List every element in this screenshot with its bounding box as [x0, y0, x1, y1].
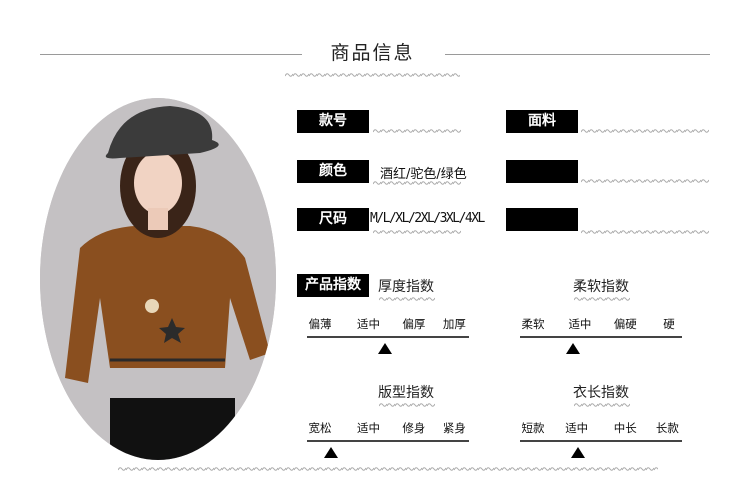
spec-wave — [373, 229, 461, 235]
title-rule-left — [40, 54, 302, 55]
index-scale-bar — [307, 440, 469, 442]
spec-label-redacted — [506, 208, 578, 231]
index-option: 柔软 — [521, 317, 545, 331]
index-option: 适中 — [357, 421, 381, 435]
index-option: 长款 — [655, 421, 679, 435]
title-rule-right — [445, 54, 710, 55]
index-option: 中长 — [613, 421, 637, 435]
title-wave — [285, 72, 460, 78]
index-title-softness: 柔软指数 — [573, 279, 629, 295]
index-scale-bar — [307, 336, 469, 338]
index-title-wave — [574, 402, 630, 408]
index-title-wave — [379, 402, 435, 408]
spec-label-fabric: 面料 — [506, 110, 578, 133]
index-title-wave — [574, 296, 630, 302]
index-title-fit: 版型指数 — [378, 385, 434, 401]
index-option: 偏厚 — [402, 317, 426, 331]
spec-value-color: 酒红/驼色/绿色 — [380, 167, 467, 182]
spec-label-style-no: 款号 — [297, 110, 369, 133]
product-photo — [40, 98, 276, 460]
index-option: 宽松 — [308, 421, 332, 435]
spec-label-redacted — [506, 160, 578, 183]
index-option: 加厚 — [442, 317, 466, 331]
index-option: 适中 — [357, 317, 381, 331]
index-option: 硬 — [663, 317, 675, 331]
index-option: 短款 — [521, 421, 545, 435]
index-indicator-triangle-icon — [566, 343, 581, 354]
index-title-thickness: 厚度指数 — [378, 279, 434, 295]
index-option: 适中 — [565, 421, 589, 435]
spec-wave — [581, 229, 709, 235]
index-scale-fit: 宽松 适中 修身 紧身 — [307, 420, 469, 460]
index-indicator-triangle-icon — [571, 447, 586, 458]
index-scale-softness: 柔软 适中 偏硬 硬 — [520, 316, 682, 356]
index-scale-bar — [520, 336, 682, 338]
index-scale-thickness: 偏薄 适中 偏厚 加厚 — [307, 316, 469, 356]
index-option: 紧身 — [442, 421, 466, 435]
index-option: 适中 — [568, 317, 592, 331]
spec-wave — [373, 180, 461, 186]
spec-wave — [581, 178, 709, 184]
bottom-wave — [118, 466, 658, 472]
index-title-wave — [379, 296, 435, 302]
index-option: 偏硬 — [613, 317, 637, 331]
spec-label-color: 颜色 — [297, 160, 369, 183]
index-option: 偏薄 — [308, 317, 332, 331]
spec-wave — [581, 128, 709, 134]
spec-wave — [373, 128, 461, 134]
index-indicator-triangle-icon — [324, 447, 339, 458]
index-scale-bar — [520, 440, 682, 442]
index-title-length: 衣长指数 — [573, 385, 629, 401]
index-option: 修身 — [402, 421, 426, 435]
product-index-label: 产品指数 — [297, 274, 369, 297]
index-indicator-triangle-icon — [377, 343, 392, 354]
spec-value-size: M/L/XL/2XL/3XL/4XL — [370, 211, 485, 226]
index-scale-length: 短款 适中 中长 长款 — [520, 420, 682, 460]
spec-label-size: 尺码 — [297, 208, 369, 231]
page-title: 商品信息 — [330, 42, 415, 64]
